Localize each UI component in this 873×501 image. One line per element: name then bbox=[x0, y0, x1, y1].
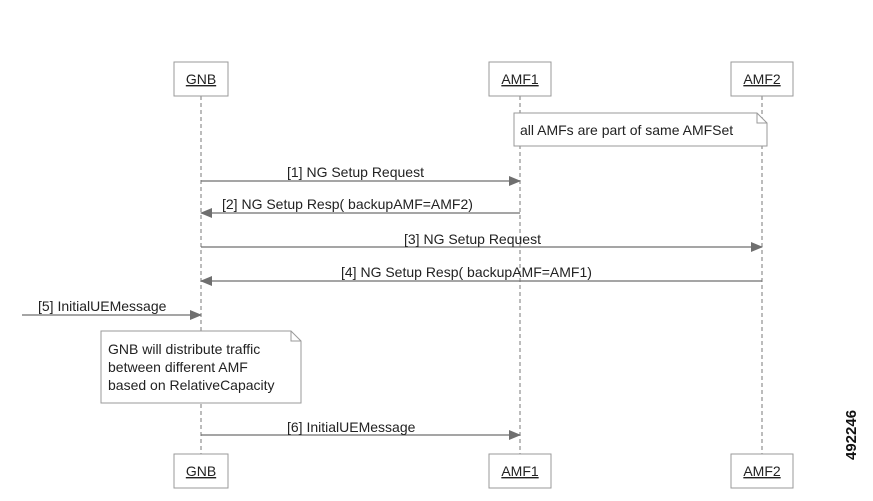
participant-label: AMF2 bbox=[743, 71, 781, 87]
message-label: [5] InitialUEMessage bbox=[38, 298, 167, 314]
participant-box bbox=[730, 453, 794, 489]
message-1: [1] NG Setup Request bbox=[201, 164, 521, 186]
message-label: [3] NG Setup Request bbox=[404, 231, 541, 247]
message-4: [4] NG Setup Resp( backupAMF=AMF1) bbox=[200, 264, 762, 286]
participant-gnb-top: GNB bbox=[173, 61, 229, 97]
message-label: [6] InitialUEMessage bbox=[287, 419, 416, 435]
message-6: [6] InitialUEMessage bbox=[201, 419, 521, 440]
note-text-line: between different AMF bbox=[108, 359, 248, 375]
participant-box bbox=[488, 61, 552, 97]
message-5: [5] InitialUEMessage bbox=[22, 298, 202, 320]
participant-amf2-top: AMF2 bbox=[730, 61, 794, 97]
note-amfset: all AMFs are part of same AMFSet bbox=[513, 112, 768, 147]
note-fold bbox=[756, 113, 767, 124]
participant-gnb-bottom: GNB bbox=[173, 453, 229, 489]
participant-amf2-bottom: AMF2 bbox=[730, 453, 794, 489]
message-label: [1] NG Setup Request bbox=[287, 164, 424, 180]
note-text-line: based on RelativeCapacity bbox=[108, 377, 275, 393]
participant-box bbox=[173, 453, 229, 489]
note-fold bbox=[290, 331, 301, 342]
note-gnb-distribution: GNB will distribute traffic between diff… bbox=[100, 330, 302, 404]
participant-box bbox=[730, 61, 794, 97]
participant-box bbox=[488, 453, 552, 489]
message-3: [3] NG Setup Request bbox=[201, 231, 763, 252]
message-2: [2] NG Setup Resp( backupAMF=AMF2) bbox=[200, 196, 520, 218]
message-label: [2] NG Setup Resp( backupAMF=AMF2) bbox=[222, 196, 473, 212]
lifelines bbox=[200, 96, 763, 454]
participant-label: GNB bbox=[186, 463, 216, 479]
participant-box bbox=[173, 61, 229, 97]
note-text: all AMFs are part of same AMFSet bbox=[520, 122, 733, 138]
participant-amf1-top: AMF1 bbox=[488, 61, 552, 97]
participant-label: AMF1 bbox=[501, 71, 539, 87]
note-text-line: GNB will distribute traffic bbox=[108, 341, 260, 357]
note-box bbox=[513, 112, 768, 147]
message-label: [4] NG Setup Resp( backupAMF=AMF1) bbox=[341, 264, 592, 280]
participant-label: AMF1 bbox=[501, 463, 539, 479]
participant-label: AMF2 bbox=[743, 463, 781, 479]
participant-label: GNB bbox=[186, 71, 216, 87]
figure-id: 492246 bbox=[843, 410, 860, 460]
note-box bbox=[100, 330, 302, 404]
participant-amf1-bottom: AMF1 bbox=[488, 453, 552, 489]
